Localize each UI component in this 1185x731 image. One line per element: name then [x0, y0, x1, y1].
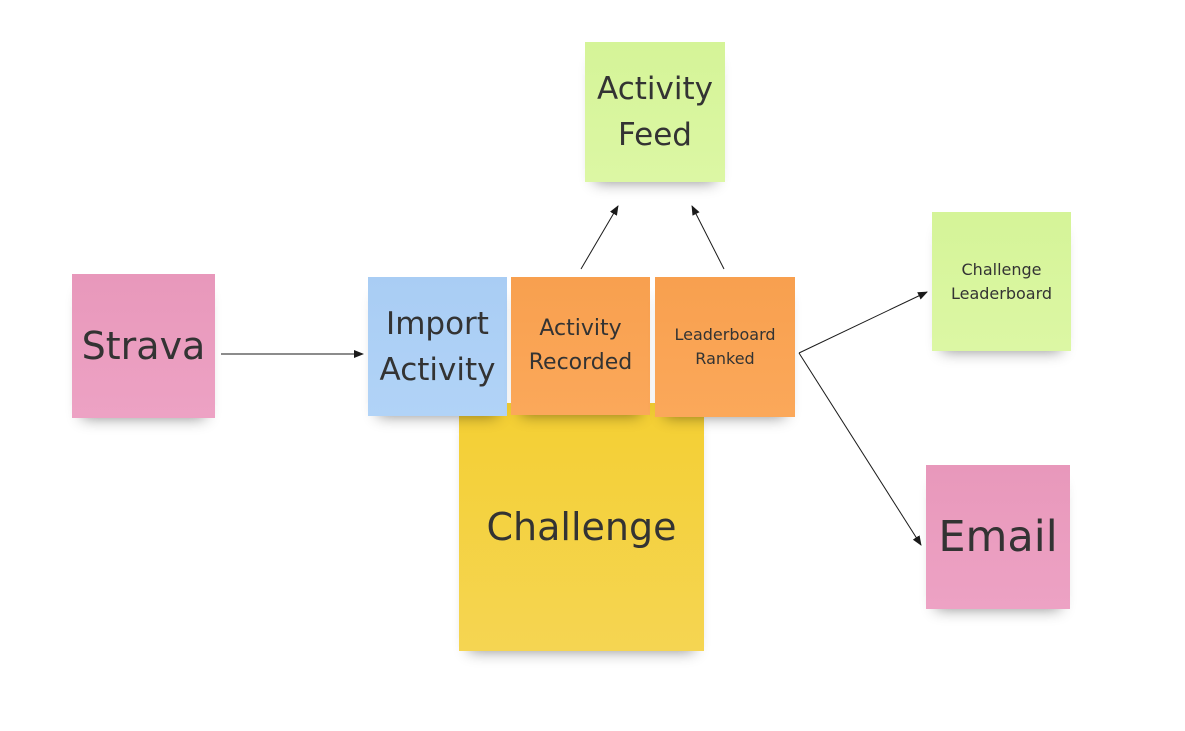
- sticky-note-label-line-1: Import: [386, 305, 489, 342]
- sticky-note-activity-feed[interactable]: Activity Feed: [585, 42, 725, 182]
- sticky-note-leaderboard-ranked[interactable]: Leaderboard Ranked: [655, 277, 795, 417]
- sticky-note-label-line-2: Feed: [618, 117, 692, 153]
- sticky-note-label-line-1: Activity: [597, 71, 713, 107]
- sticky-note-label-line-2: Ranked: [695, 349, 755, 368]
- sticky-note-email[interactable]: Email: [926, 465, 1070, 609]
- sticky-note-label-line-1: Leaderboard: [674, 325, 776, 344]
- sticky-note-import-activity[interactable]: Import Activity: [368, 277, 507, 416]
- arrow-ranked-to-challenge-leaderboard: [798, 291, 928, 354]
- sticky-note-label-line-1: Activity: [539, 316, 622, 341]
- arrow-recorded-to-feed: [580, 205, 619, 270]
- sticky-note-label-line-2: Recorded: [528, 350, 633, 375]
- sticky-note-label: Challenge: [486, 505, 677, 549]
- sticky-note-challenge[interactable]: Challenge: [459, 403, 704, 651]
- sticky-note-label-line-1: Challenge: [961, 259, 1042, 279]
- sticky-note-label-line-2: Leaderboard: [950, 283, 1053, 303]
- sticky-note-label: Email: [938, 512, 1058, 562]
- sticky-note-strava[interactable]: Strava: [72, 274, 215, 418]
- arrow-ranked-to-email: [798, 352, 922, 546]
- sticky-note-label: Strava: [81, 324, 206, 368]
- sticky-note-challenge-leaderboard[interactable]: Challenge Leaderboard: [932, 212, 1071, 351]
- sticky-note-label-line-2: Activity: [379, 351, 496, 388]
- arrow-ranked-to-feed: [691, 205, 725, 270]
- sticky-note-activity-recorded[interactable]: Activity Recorded: [511, 277, 650, 415]
